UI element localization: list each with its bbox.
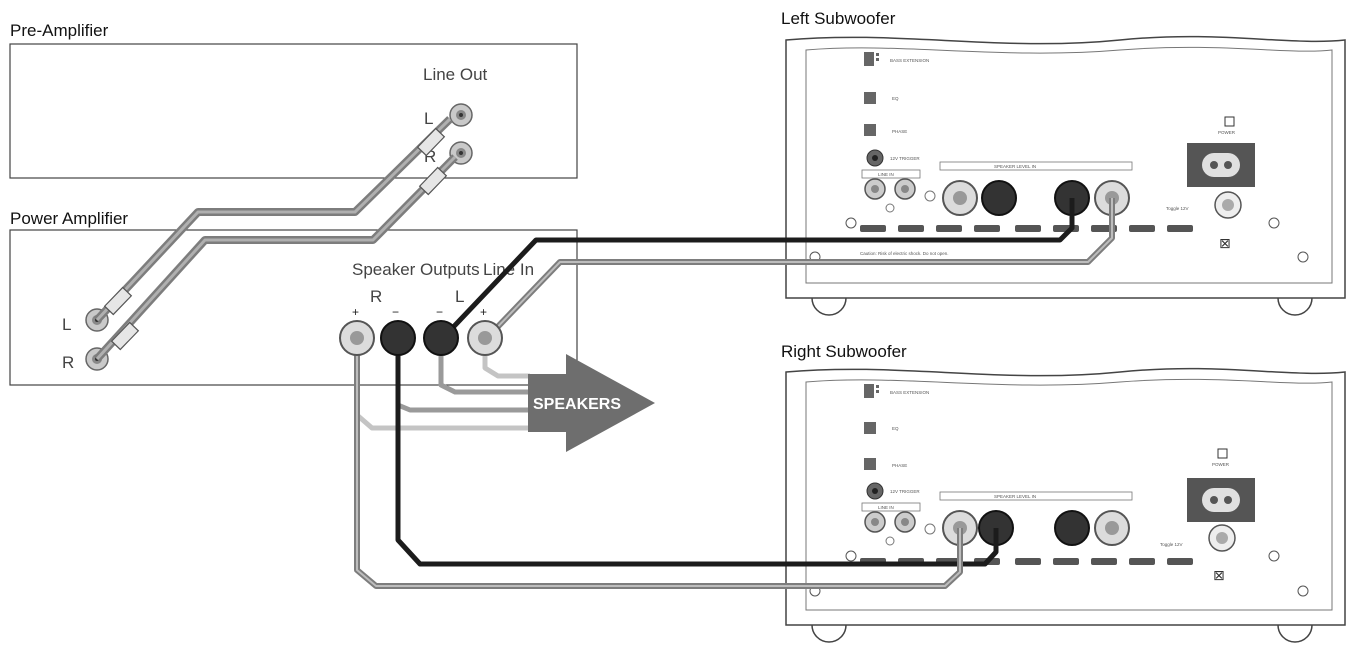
- out-r-label: R: [370, 287, 382, 306]
- right-sub-weee-icon: ⊠: [1213, 568, 1225, 584]
- left-subwoofer-title: Left Subwoofer: [781, 9, 896, 28]
- pre-l-label: L: [424, 109, 433, 128]
- l-plus-sign: +: [480, 305, 487, 319]
- left-sub-bass-ext: BASS EXTENSION: [890, 58, 929, 63]
- right-sub-phase: PHASE: [892, 463, 907, 468]
- pre-line-out-l-jack: [449, 103, 473, 127]
- line-out-label: Line Out: [423, 65, 488, 84]
- right-sub-speaker-level-label: SPEAKER LEVEL IN: [994, 494, 1036, 499]
- speaker-outputs-label: Speaker Outputs: [352, 260, 480, 279]
- left-sub-notice: Caution: Risk of electric shock. Do not …: [860, 251, 949, 256]
- wire-right-minus-to-right-sub: [395, 340, 999, 567]
- right-sub-line-in-label: LINE IN: [878, 505, 894, 510]
- left-sub-speaker-level-label: SPEAKER LEVEL IN: [994, 164, 1036, 169]
- terminal-r-minus: [380, 320, 416, 356]
- right-subwoofer: Right Subwoofer BASS EXTENSION EQ PHASE …: [781, 342, 1346, 643]
- r-minus-sign: −: [392, 305, 399, 319]
- rca-cable-right: [94, 154, 458, 362]
- left-subwoofer: Left Subwoofer BASS EXTENSION EQ PHASE 1…: [781, 9, 1346, 316]
- rca-cable-left: [94, 116, 453, 323]
- wire-left-plus-to-left-sub: [482, 198, 1115, 343]
- left-sub-trigger: 12V TRIGGER: [890, 156, 920, 161]
- l-minus-sign: −: [436, 305, 443, 319]
- right-sub-eq: EQ: [892, 426, 899, 431]
- terminal-r-plus: [339, 320, 375, 356]
- wire-right-plus-to-right-sub: [354, 340, 963, 589]
- right-sub-controls: BASS EXTENSION EQ PHASE 12V TRIGGER: [864, 384, 929, 500]
- right-sub-bass-ext: BASS EXTENSION: [890, 390, 929, 395]
- right-sub-power: POWER Toggle 12V ⊠: [1160, 448, 1255, 584]
- pre-amplifier: Pre-Amplifier Line Out L R: [9, 21, 578, 179]
- power-amplifier: Power Amplifier L R Speaker Outputs Line…: [9, 209, 578, 386]
- speaker-terminals: [339, 320, 503, 356]
- left-sub-voltage: Toggle 12V: [1166, 206, 1189, 211]
- right-subwoofer-title: Right Subwoofer: [781, 342, 907, 361]
- out-l-label: L: [455, 287, 464, 306]
- left-sub-phase: PHASE: [892, 129, 907, 134]
- power-amplifier-title: Power Amplifier: [10, 209, 128, 228]
- right-sub-trigger: 12V TRIGGER: [890, 489, 920, 494]
- right-sub-power-label: POWER: [1212, 462, 1230, 467]
- speakers-arrow: SPEAKERS: [528, 354, 655, 452]
- right-sub-line-in: LINE IN: [861, 502, 936, 546]
- pre-amplifier-title: Pre-Amplifier: [10, 21, 109, 40]
- terminal-l-minus: [423, 320, 459, 356]
- r-plus-sign: +: [352, 305, 359, 319]
- left-sub-eq: EQ: [892, 96, 899, 101]
- amp-l-label: L: [62, 315, 71, 334]
- left-sub-line-in-label: LINE IN: [878, 172, 894, 177]
- amp-r-label: R: [62, 353, 74, 372]
- left-sub-screws: [809, 217, 1309, 263]
- left-sub-controls: BASS EXTENSION EQ PHASE 12V TRIGGER: [864, 52, 929, 167]
- left-sub-weee-icon: ⊠: [1219, 236, 1231, 252]
- wire-left-minus-to-left-sub: [439, 198, 1075, 342]
- left-sub-speaker-level-in: SPEAKER LEVEL IN: [939, 161, 1133, 216]
- left-sub-line-in: LINE IN: [861, 169, 936, 213]
- left-sub-grille-row: [860, 225, 1193, 232]
- pre-line-out-r-jack: [449, 141, 473, 165]
- left-sub-power-label: POWER: [1218, 130, 1236, 135]
- terminal-l-plus: [467, 320, 503, 356]
- right-sub-voltage: Toggle 12V: [1160, 542, 1183, 547]
- speakers-label: SPEAKERS: [533, 396, 621, 413]
- right-sub-screws: [809, 550, 1309, 597]
- pre-amplifier-box: [9, 43, 578, 179]
- left-sub-power: POWER Toggle 12V ⊠: [1166, 116, 1255, 252]
